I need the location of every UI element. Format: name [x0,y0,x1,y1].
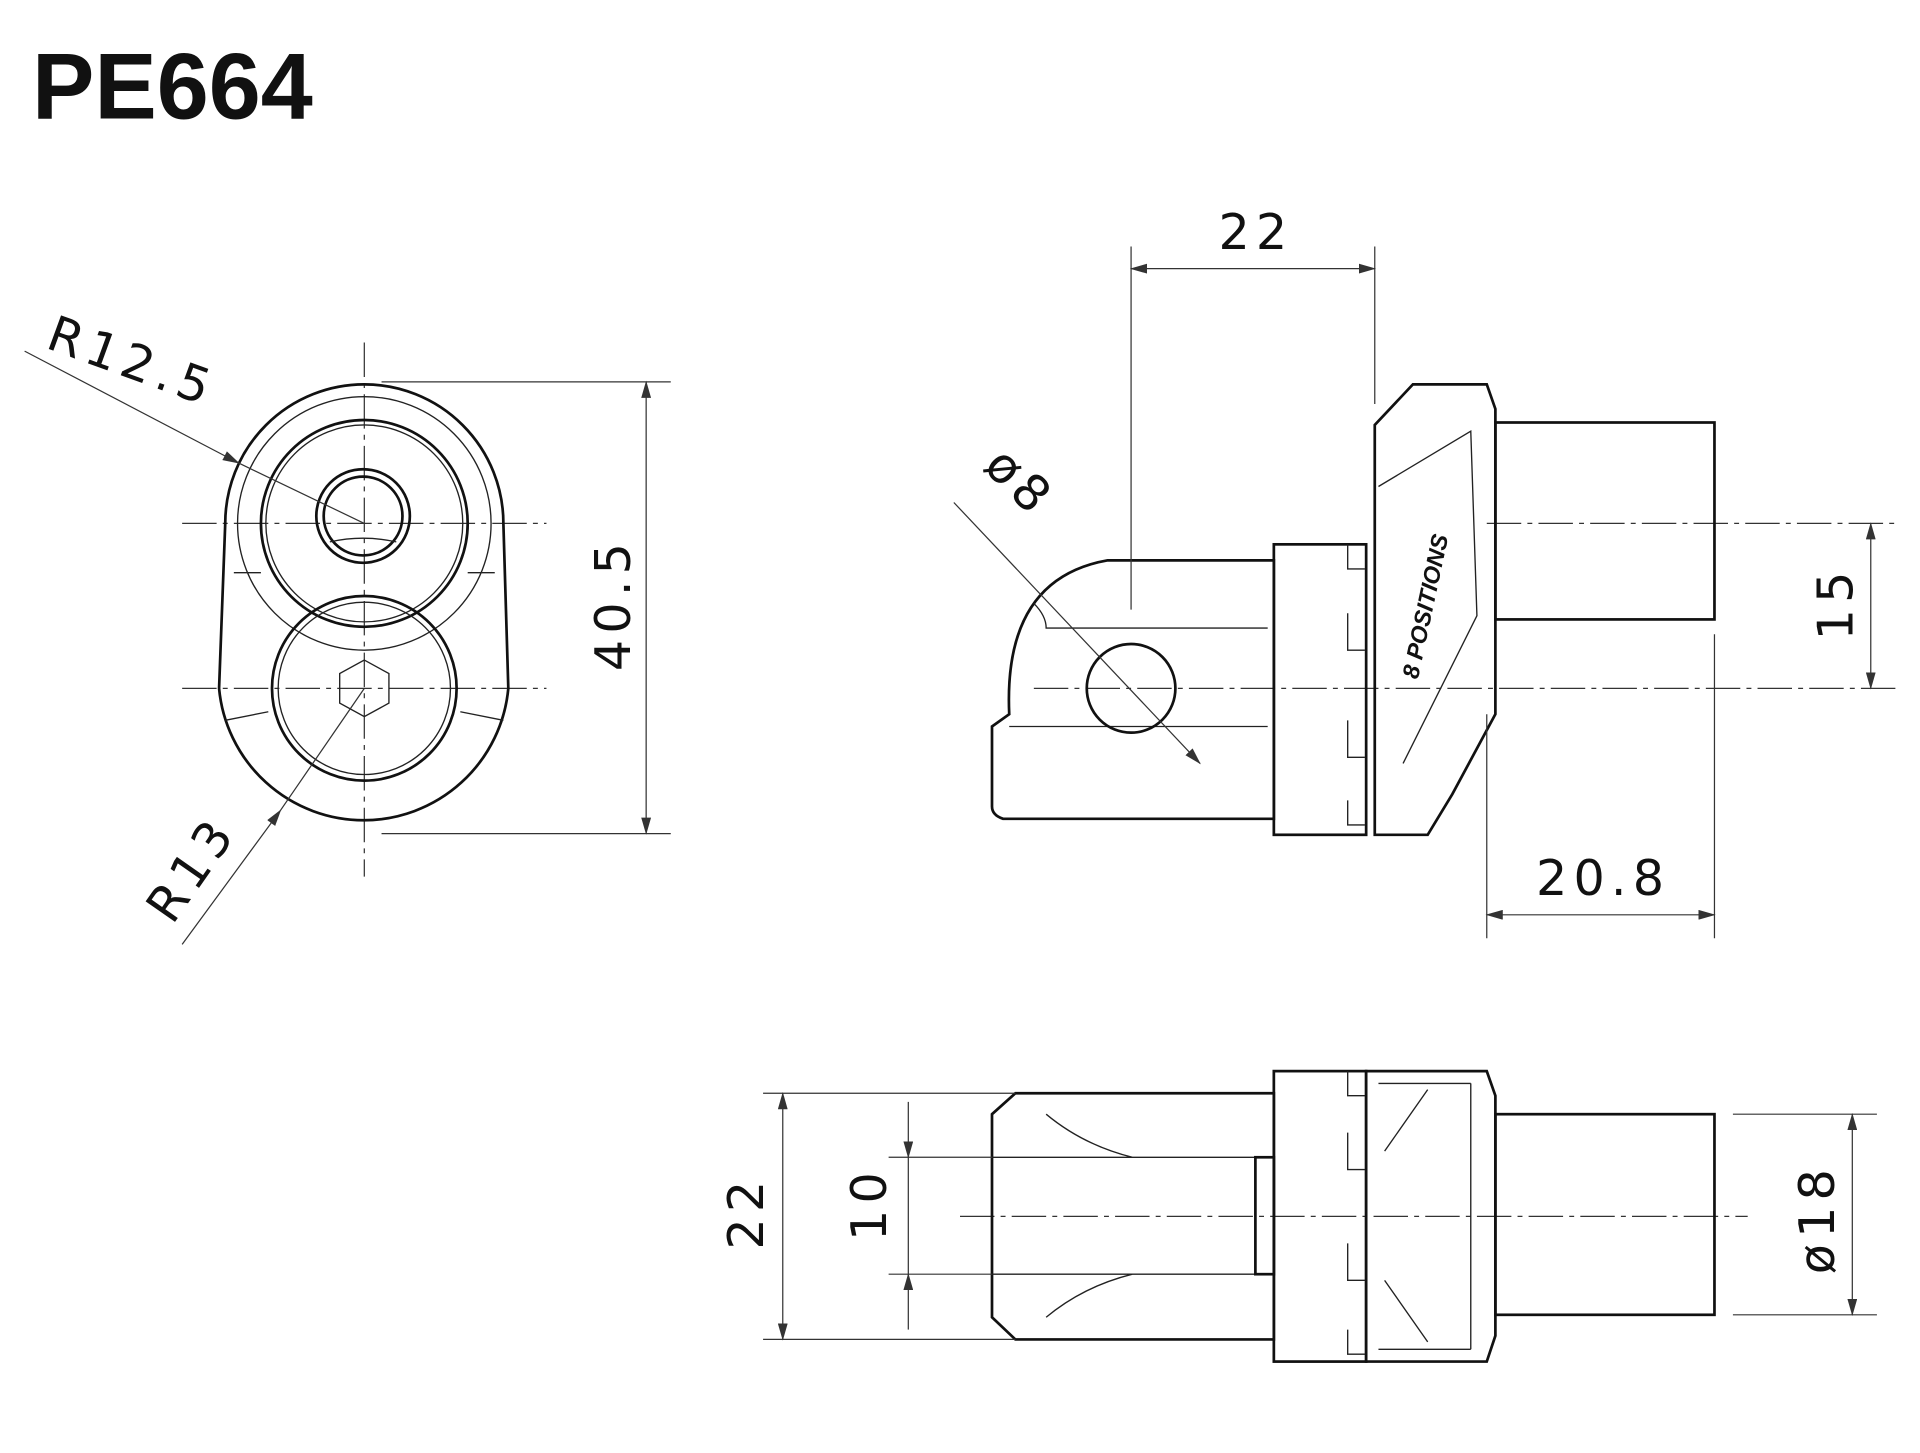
side-offset-dimension: 22 [1218,203,1293,261]
shaft-length-dimension: 20.8 [1536,849,1670,907]
top-width-dimension: 22 [717,1175,775,1250]
front-view: 40.5 R12.5 R13 [24,304,671,945]
engraving-text: 8 POSITIONS [1397,531,1453,680]
vertical-offset-dimension: 15 [1806,565,1864,640]
side-view: 8 POSITIONS 22 ø8 15 20.8 [953,203,1896,939]
shaft-diameter-dimension: ø18 [1788,1163,1846,1274]
slot-width-dimension: 10 [840,1166,898,1241]
bottom-radius-label: R13 [135,805,249,933]
front-height-dimension: 40.5 [584,537,642,671]
part-number-title: PE664 [32,34,313,139]
top-view: 22 10 ø18 [717,1069,1877,1363]
hole-diameter-label: ø8 [974,436,1067,529]
top-radius-label: R12.5 [40,304,224,418]
